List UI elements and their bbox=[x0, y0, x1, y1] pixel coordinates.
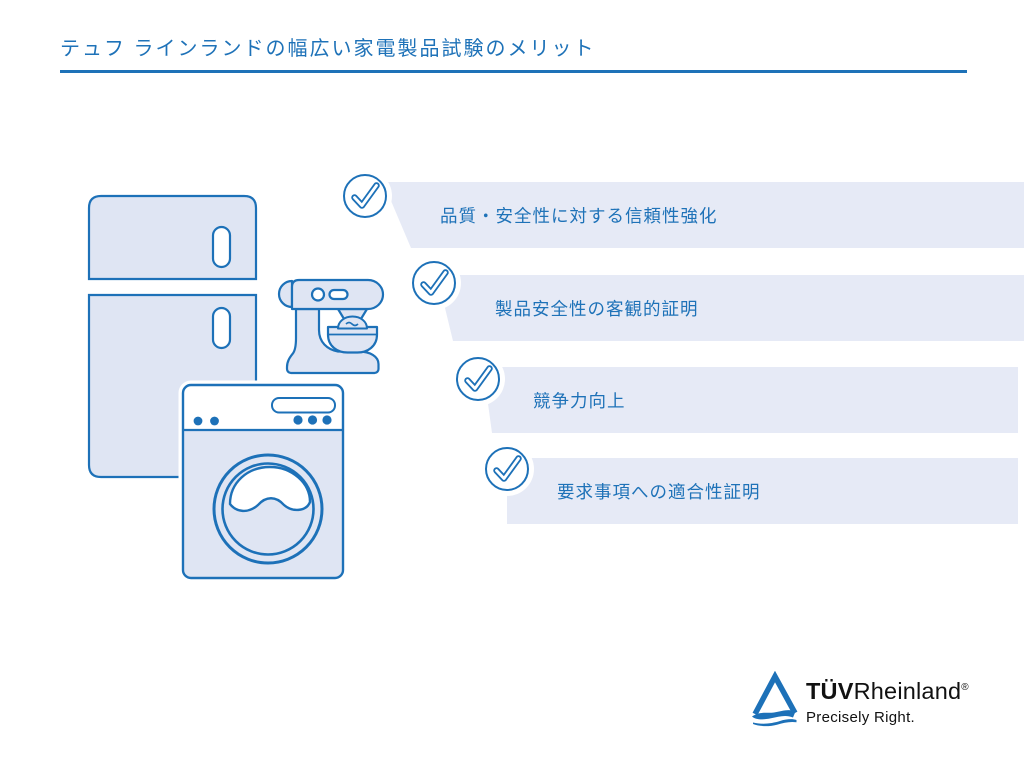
appliances-illustration bbox=[70, 180, 390, 583]
logo-tagline: Precisely Right. bbox=[806, 709, 916, 726]
logo-wordmark: TÜVRheinland® bbox=[806, 678, 969, 705]
logo-tuv: TÜV bbox=[806, 678, 854, 704]
washing-machine-icon bbox=[178, 380, 348, 583]
benefit-label: 品質・安全性に対する信頼性強化 bbox=[440, 205, 718, 226]
title-underline bbox=[60, 70, 967, 73]
benefit-bar: 競争力向上 bbox=[483, 367, 1018, 433]
benefit-label: 要求事項への適合性証明 bbox=[557, 481, 761, 502]
check-circle-icon bbox=[485, 447, 529, 491]
check-circle-icon bbox=[456, 357, 500, 401]
check-circle-icon bbox=[412, 261, 456, 305]
logo-rheinland: Rheinland bbox=[853, 678, 962, 704]
benefit-bar: 要求事項への適合性証明 bbox=[507, 458, 1018, 524]
page-title: テュフ ラインランドの幅広い家電製品試験のメリット bbox=[60, 38, 596, 60]
tuv-triangle-icon bbox=[752, 671, 798, 727]
benefit-label: 競争力向上 bbox=[533, 390, 626, 411]
benefit-bar: 製品安全性の客観的証明 bbox=[437, 275, 1024, 341]
stand-mixer-icon bbox=[277, 278, 385, 375]
benefit-label: 製品安全性の客観的証明 bbox=[495, 298, 699, 319]
tuv-rheinland-logo: TÜVRheinland® Precisely Right. bbox=[748, 668, 988, 734]
check-circle-icon bbox=[343, 174, 387, 218]
benefit-bar: 品質・安全性に対する信頼性強化 bbox=[383, 182, 1024, 248]
registered-mark: ® bbox=[961, 682, 969, 693]
